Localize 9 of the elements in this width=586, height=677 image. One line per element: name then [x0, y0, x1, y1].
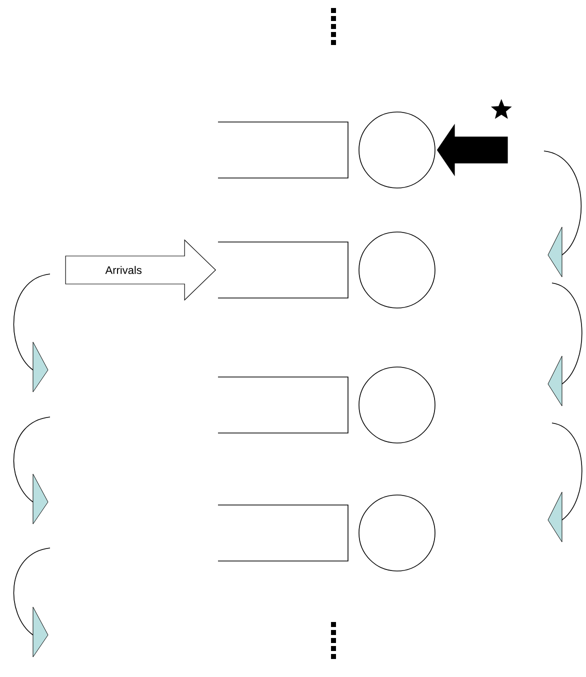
- edge-label: Arrivals: [105, 266, 142, 274]
- queue-box: [218, 122, 348, 178]
- queue-box: [218, 504, 348, 562]
- queue-box: [218, 376, 348, 434]
- server-circle: [358, 112, 436, 188]
- server-circle: [358, 232, 436, 308]
- server-circle: [358, 366, 436, 444]
- queue-box: [218, 242, 348, 298]
- server-circle: [358, 494, 436, 572]
